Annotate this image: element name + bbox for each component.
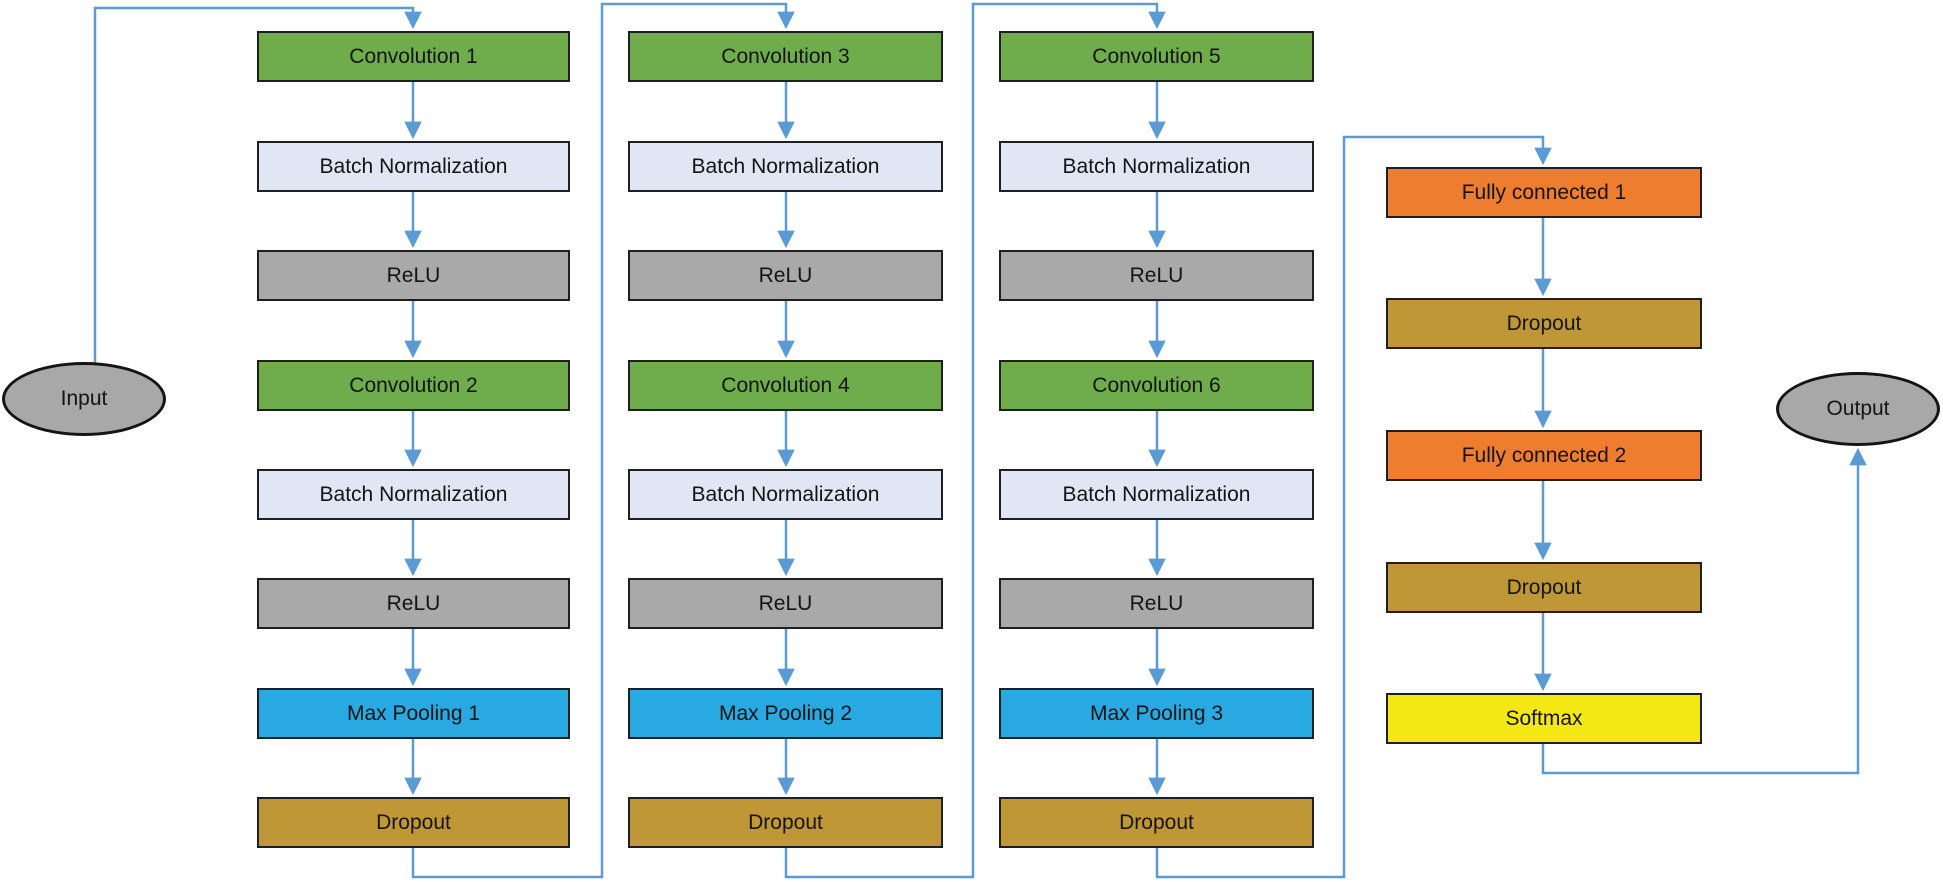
block-label: Batch Normalization (691, 482, 880, 506)
block-batch-normalization: Batch Normalization (257, 141, 570, 192)
block-label: ReLU (758, 591, 813, 615)
block-label: Convolution 3 (721, 44, 850, 68)
block-label: Dropout (376, 810, 451, 834)
connector-col2-to-col3 (784, 2, 1166, 879)
block-label: ReLU (1129, 263, 1184, 287)
connector-softmax-to-output (1541, 447, 1867, 775)
block-label: Convolution 2 (349, 373, 478, 397)
block-fully-connected-2: Fully connected 2 (1386, 430, 1702, 481)
output-node-label: Output (1826, 397, 1890, 420)
block-relu: ReLU (999, 250, 1314, 301)
block-label: Softmax (1505, 706, 1583, 730)
block-batch-normalization: Batch Normalization (628, 469, 943, 520)
block-relu: ReLU (628, 250, 943, 301)
block-batch-normalization: Batch Normalization (999, 141, 1314, 192)
block-relu: ReLU (257, 578, 570, 629)
block-dropout: Dropout (257, 797, 570, 848)
block-max-pooling-3: Max Pooling 3 (999, 688, 1314, 739)
block-dropout: Dropout (999, 797, 1314, 848)
block-label: Batch Normalization (319, 482, 508, 506)
block-fully-connected-1: Fully connected 1 (1386, 167, 1702, 218)
block-dropout: Dropout (1386, 298, 1702, 349)
block-label: Convolution 6 (1092, 373, 1221, 397)
block-label: ReLU (1129, 591, 1184, 615)
input-node-label: Input (60, 387, 108, 410)
block-label: Fully connected 2 (1461, 443, 1627, 467)
block-label: Batch Normalization (319, 154, 508, 178)
block-dropout: Dropout (1386, 562, 1702, 613)
block-label: Convolution 5 (1092, 44, 1221, 68)
input-node: Input (2, 362, 166, 436)
block-relu: ReLU (257, 250, 570, 301)
block-label: ReLU (386, 591, 441, 615)
block-convolution-1: Convolution 1 (257, 31, 570, 82)
block-label: Dropout (1506, 311, 1582, 335)
output-node: Output (1776, 372, 1940, 446)
block-label: Batch Normalization (1062, 482, 1251, 506)
block-label: Fully connected 1 (1461, 180, 1627, 204)
block-label: Convolution 1 (349, 44, 478, 68)
block-convolution-6: Convolution 6 (999, 360, 1314, 411)
block-softmax: Softmax (1386, 693, 1702, 744)
block-label: Dropout (748, 810, 823, 834)
block-dropout: Dropout (628, 797, 943, 848)
block-label: Dropout (1506, 575, 1582, 599)
block-convolution-3: Convolution 3 (628, 31, 943, 82)
block-batch-normalization: Batch Normalization (999, 469, 1314, 520)
block-label: ReLU (758, 263, 813, 287)
block-label: Convolution 4 (721, 373, 850, 397)
block-label: Max Pooling 3 (1089, 701, 1224, 725)
connector-col3-to-fc (1155, 135, 1552, 879)
block-batch-normalization: Batch Normalization (257, 469, 570, 520)
block-label: Batch Normalization (1062, 154, 1251, 178)
block-max-pooling-1: Max Pooling 1 (257, 688, 570, 739)
block-relu: ReLU (999, 578, 1314, 629)
block-label: Max Pooling 2 (718, 701, 853, 725)
block-label: ReLU (386, 263, 441, 287)
block-convolution-5: Convolution 5 (999, 31, 1314, 82)
block-relu: ReLU (628, 578, 943, 629)
block-label: Batch Normalization (691, 154, 880, 178)
block-label: Max Pooling 1 (346, 701, 481, 725)
block-label: Dropout (1119, 810, 1194, 834)
block-batch-normalization: Batch Normalization (628, 141, 943, 192)
block-max-pooling-2: Max Pooling 2 (628, 688, 943, 739)
block-convolution-4: Convolution 4 (628, 360, 943, 411)
block-convolution-2: Convolution 2 (257, 360, 570, 411)
connector-col1-to-col2 (411, 2, 795, 879)
